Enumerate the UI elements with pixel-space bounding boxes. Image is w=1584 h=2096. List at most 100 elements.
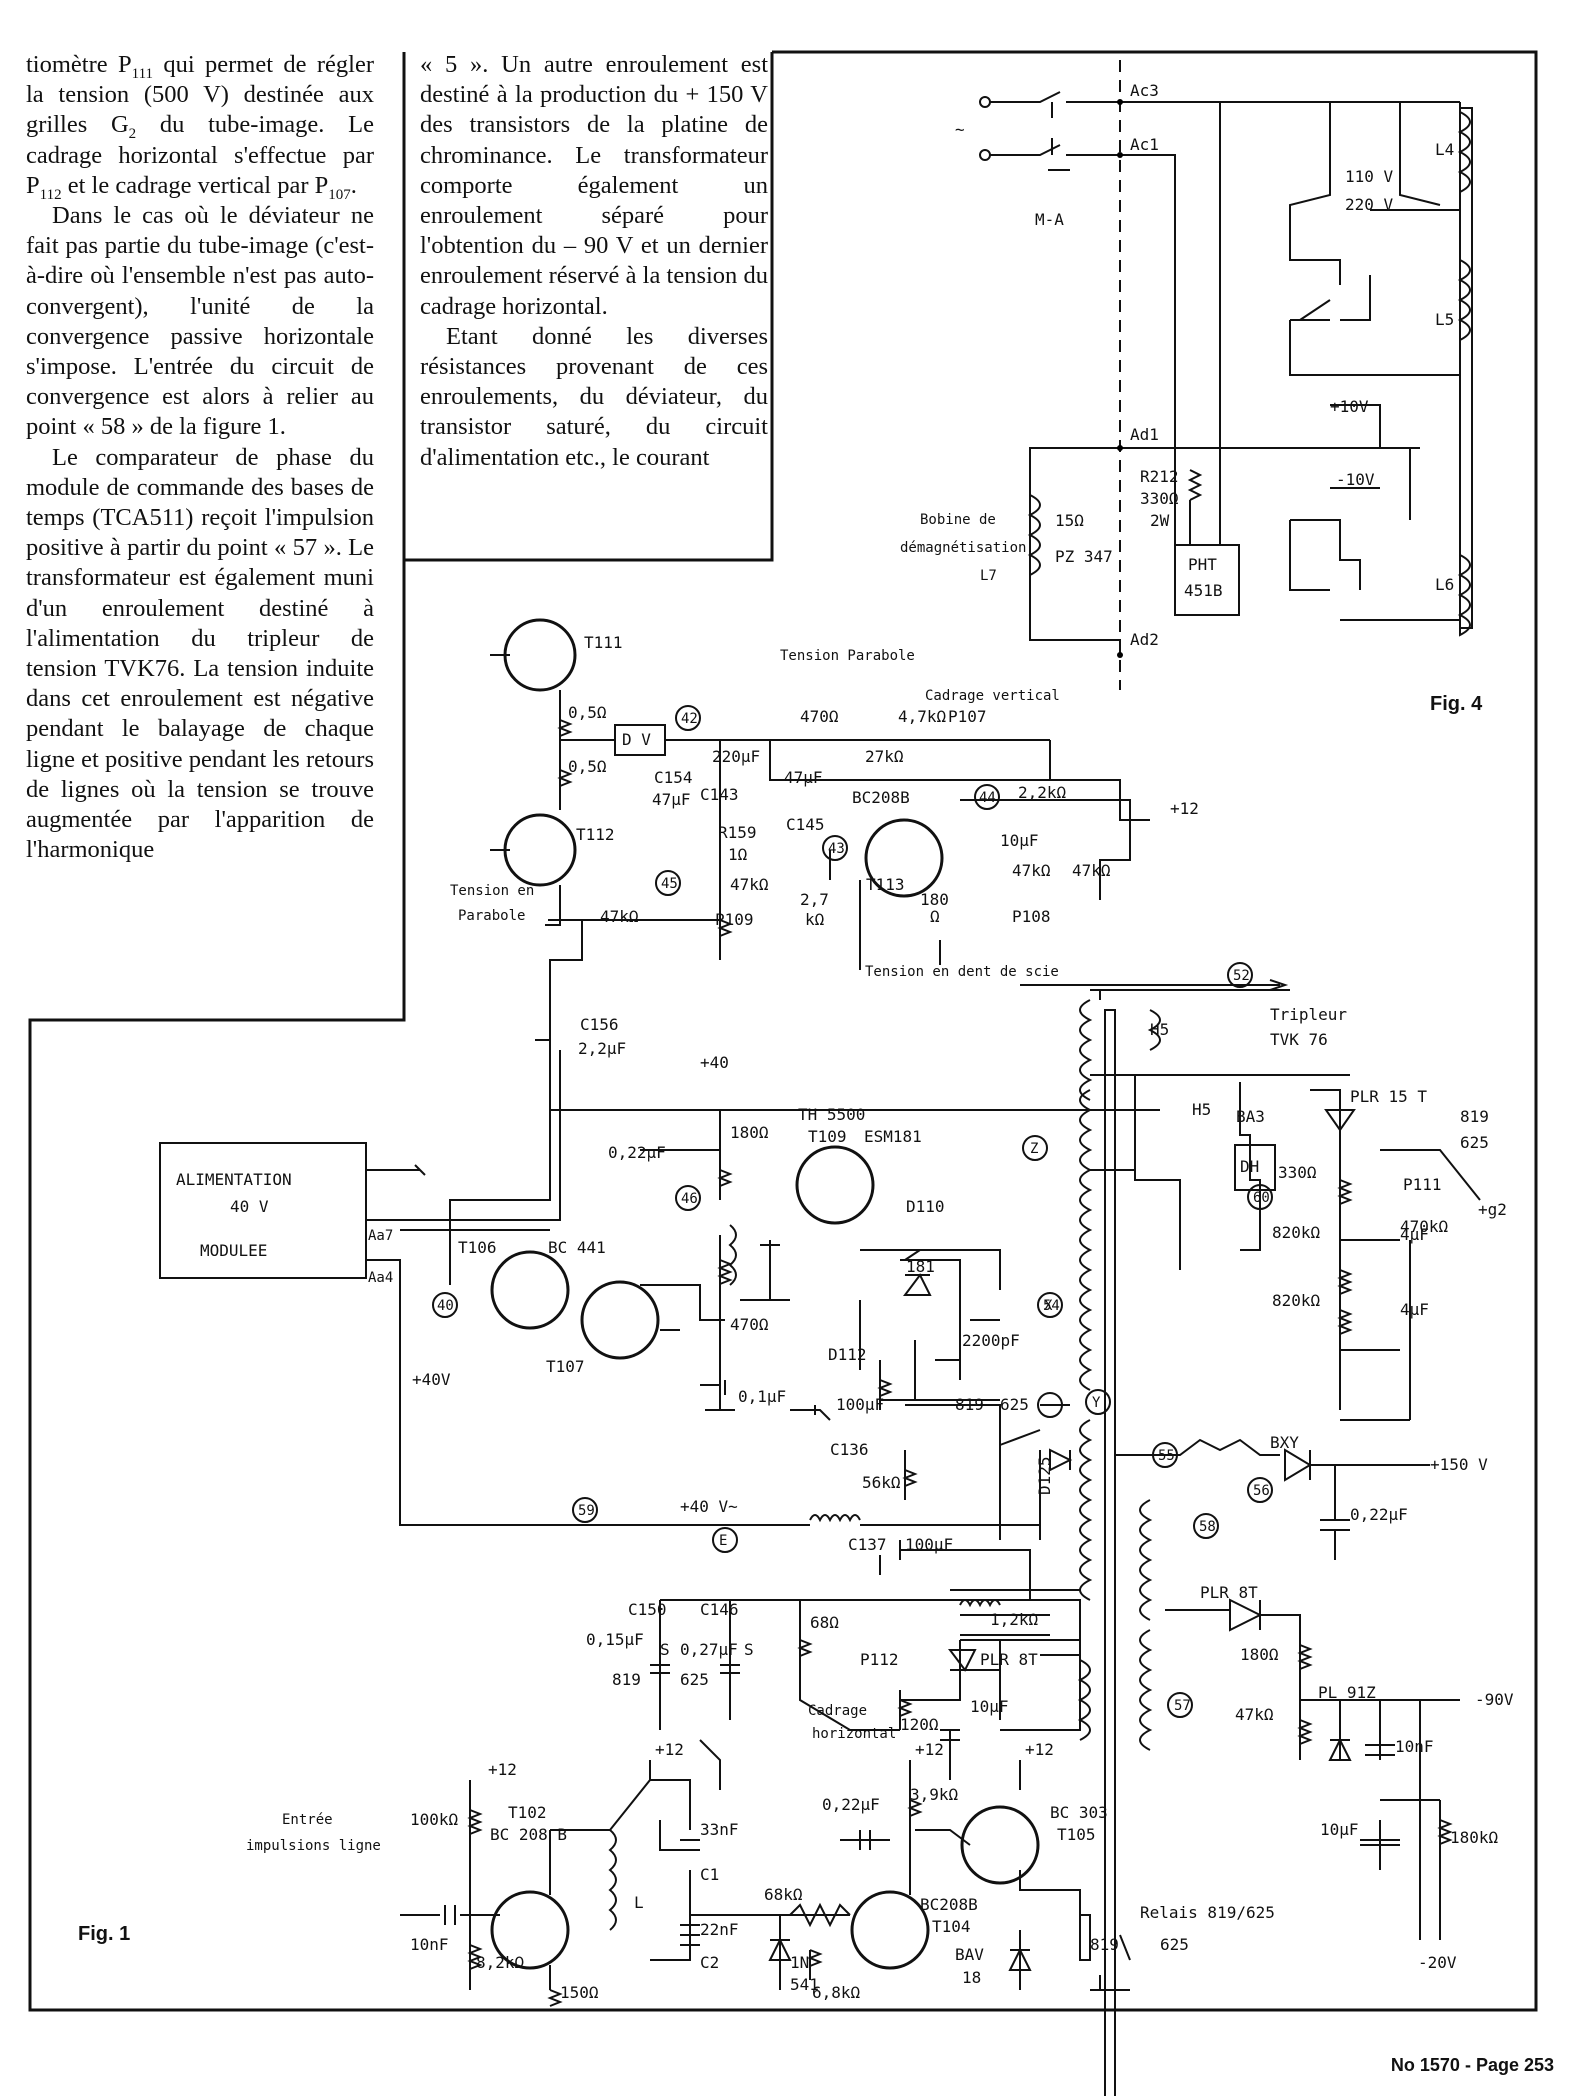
schematic-label: BAV [955, 1945, 984, 1964]
schematic-label: P108 [1012, 907, 1051, 926]
schematic-label: -20V [1418, 1953, 1457, 1972]
fig4-caption: Fig. 4 [1430, 693, 1483, 715]
schematic-label: 180Ω [1240, 1645, 1279, 1664]
transistor-symbols [490, 618, 1040, 1970]
schematic-label: 180 [920, 890, 949, 909]
schematic-label: 47μF [784, 768, 823, 787]
schematic-label: Ac3 [1130, 81, 1159, 100]
schematic-label: 18 [962, 1968, 981, 1987]
schematic-label: 3,9kΩ [910, 1785, 959, 1804]
text-column-1: tiomètre P111 qui permet de régler la te… [26, 50, 374, 865]
schematic-label: PZ 347 [1055, 547, 1113, 566]
schematic-label: PL 91Z [1318, 1683, 1376, 1702]
schematic-label: T102 [508, 1803, 547, 1822]
schematic-label: PLR 8T [1200, 1583, 1258, 1602]
schematic-label: 2,2μF [578, 1039, 626, 1058]
schematic-label: PLR 15 T [1350, 1087, 1427, 1106]
schematic-label: 0,27μF [680, 1640, 738, 1659]
schematic-label: +10V [1330, 397, 1369, 416]
schematic-label: R212 [1140, 467, 1179, 486]
schematic-label: 819 [612, 1670, 641, 1689]
schematic-label: 541 [790, 1975, 819, 1994]
node-markers [432, 705, 1273, 1718]
schematic-label: PHT [1188, 555, 1217, 574]
schematic-label: 0,22μF [822, 1795, 880, 1814]
schematic-label: MODULEE [200, 1241, 267, 1260]
paragraph: Le comparateur de phase du module de com… [26, 443, 374, 864]
schematic-label: 10μF [970, 1697, 1009, 1716]
schematic-label: Tripleur [1270, 1005, 1347, 1024]
schematic-label: 56 [1253, 1483, 1270, 1499]
schematic-label: T113 [866, 875, 905, 894]
schematic-label: 47kΩ [600, 907, 639, 926]
schematic-label: 820kΩ [1272, 1291, 1321, 1310]
schematic-label: 1,2kΩ [990, 1610, 1039, 1629]
schematic-label: BC208B [920, 1895, 978, 1914]
schematic-label: 57 [1174, 1698, 1191, 1714]
page-footer: No 1570 - Page 253 [1391, 2055, 1554, 2076]
schematic-label: D110 [906, 1197, 945, 1216]
schematic-label: 40 [437, 1298, 454, 1314]
schematic-label: 2,2kΩ [1018, 783, 1067, 802]
schematic-label: Aa7 [368, 1228, 393, 1244]
schematic-label: +12 [655, 1740, 684, 1759]
schematic-label: P109 [715, 910, 754, 929]
schematic-label: BC208B [852, 788, 910, 807]
schematic-label: 54 [1043, 1298, 1060, 1314]
schematic-label: 625 [1160, 1935, 1189, 1954]
schematic-label: kΩ [805, 910, 825, 929]
schematic-label: C136 [830, 1440, 869, 1459]
schematic-label: C145 [786, 815, 825, 834]
schematic-label: Relais 819/625 [1140, 1903, 1275, 1922]
schematic-label: L4 [1435, 140, 1454, 159]
schematic-label: -90V [1475, 1690, 1514, 1709]
schematic-label: 819 [1090, 1935, 1119, 1954]
schematic-label: 27kΩ [865, 747, 904, 766]
schematic-label: ALIMENTATION [176, 1170, 292, 1189]
schematic-label: Ad1 [1130, 425, 1159, 444]
schematic-label: S [744, 1640, 754, 1659]
schematic-label: 0,5Ω [568, 757, 607, 776]
schematic-label: S [660, 1640, 670, 1659]
schematic-label: 59 [578, 1503, 595, 1519]
schematic-label: 2W [1150, 511, 1170, 530]
schematic-label: Y [1092, 1395, 1101, 1411]
schematic-label: Ω [930, 907, 940, 926]
schematic-label: 33nF [700, 1820, 739, 1839]
schematic-label: C137 [848, 1535, 887, 1554]
schematic-label: C143 [700, 785, 739, 804]
schematic-label: 120Ω [900, 1715, 939, 1734]
transformer-core [1104, 1009, 1116, 2096]
schematic-label: 44 [979, 790, 996, 806]
schematic-label: E [719, 1533, 727, 1549]
schematic-label: BC 441 [548, 1238, 606, 1257]
schematic-label: TH 5500 [798, 1105, 865, 1124]
schematic-label: P112 [860, 1650, 899, 1669]
schematic-label: 4,7kΩ [898, 707, 947, 726]
schematic-label: 4μF [1400, 1225, 1429, 1244]
schematic-label: 470Ω [730, 1315, 769, 1334]
schematic-label: 43 [828, 841, 845, 857]
tube-neck [1459, 107, 1473, 629]
schematic-label: 6,8kΩ [812, 1983, 861, 2002]
paragraph: tiomètre P111 qui permet de régler la te… [26, 51, 375, 203]
schematic-label: Tension en dent de scie [865, 964, 1059, 980]
schematic-label: +12 [915, 1740, 944, 1759]
schematic-label: 4μF [1400, 1300, 1429, 1319]
page-number: Page 253 [1475, 2055, 1554, 2075]
schematic-label: D112 [828, 1345, 867, 1364]
schematic-label: 0,1μF [738, 1387, 786, 1406]
schematic-label: 110 V [1345, 167, 1394, 186]
schematic-label: +12 [1025, 1740, 1054, 1759]
schematic-label: 180kΩ [1450, 1828, 1499, 1847]
schematic-label: +g2 [1478, 1200, 1507, 1219]
schematic-label: BA3 [1236, 1107, 1265, 1126]
schematic-label: R159 [718, 823, 757, 842]
schematic-label: 819 [1460, 1107, 1489, 1126]
schematic-label: C1 [700, 1865, 719, 1884]
schematic-label: 47kΩ [1072, 861, 1111, 880]
schematic-label: 47kΩ [1012, 861, 1051, 880]
schematic-label: H5 [1192, 1100, 1211, 1119]
schematic-label: M-A [1035, 210, 1064, 229]
